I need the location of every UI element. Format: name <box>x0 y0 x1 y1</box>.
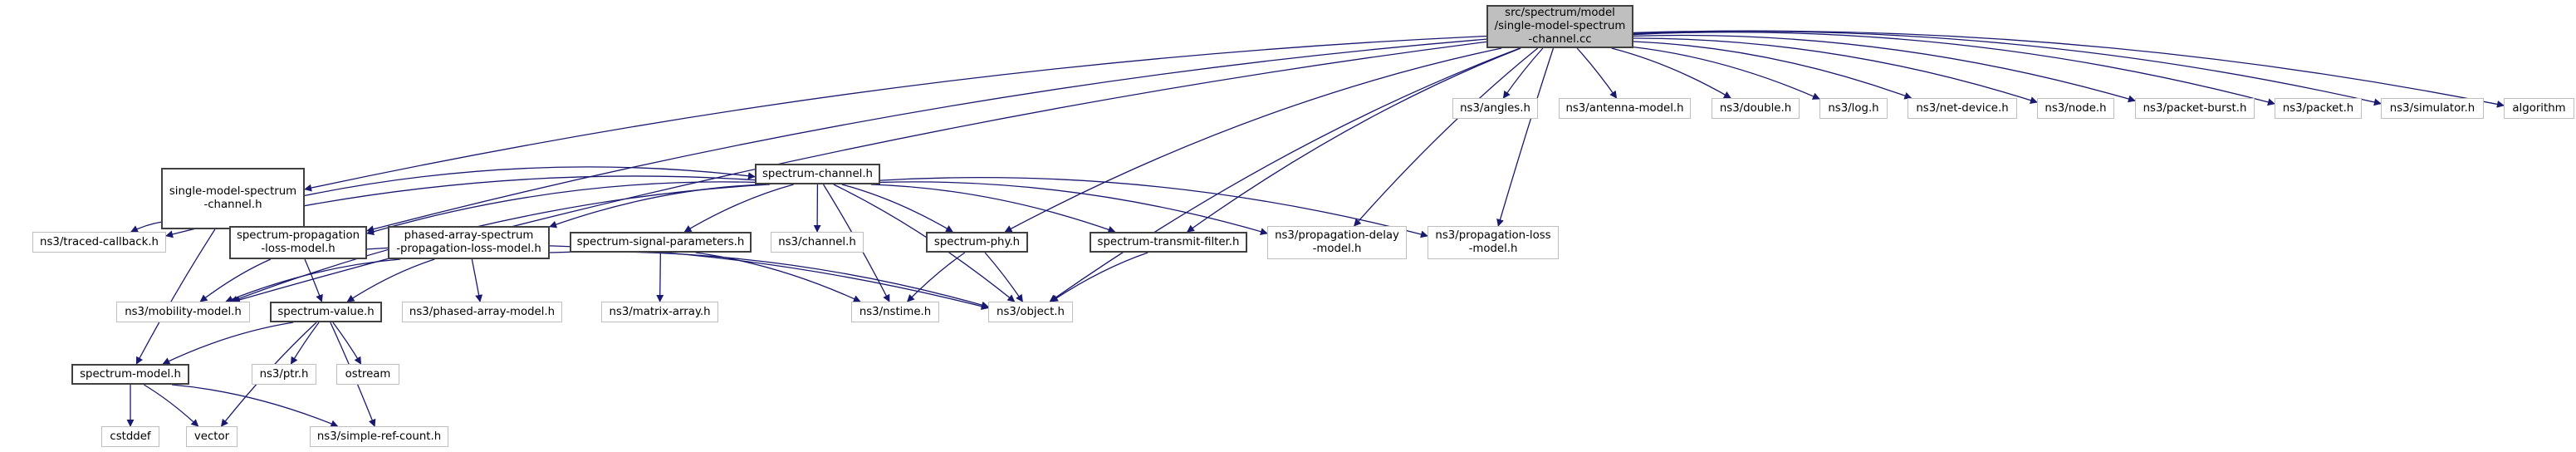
node-matrix-array-h[interactable]: ns3/matrix-array.h <box>601 302 718 322</box>
edge-root-to-algorithm <box>1633 30 2505 108</box>
edge-root-to-double <box>1611 47 1731 99</box>
edge-splm-to-svalue <box>304 258 323 302</box>
edge-sphy-to-nstime <box>907 252 966 302</box>
edge-smsch-to-smodel <box>135 228 216 365</box>
edge-root-to-node <box>1633 37 2038 104</box>
node-ptr-h[interactable]: ns3/ptr.h <box>252 364 316 385</box>
node-channel-h[interactable]: ns3/channel.h <box>771 232 864 253</box>
node-root-single-model-spectrum-channel-cc: src/spectrum/model /single-model-spectru… <box>1486 5 1633 48</box>
node-log-h[interactable]: ns3/log.h <box>1819 98 1888 119</box>
edge-root-to-log <box>1633 47 1820 100</box>
node-vector[interactable]: vector <box>186 426 238 447</box>
edge-root-to-sphy <box>1004 47 1502 233</box>
edge-root-to-angles <box>1502 47 1544 99</box>
edge-sch-to-paslm <box>549 184 765 228</box>
node-antenna-model-h[interactable]: ns3/antenna-model.h <box>1559 98 1691 119</box>
edge-root-to-stf <box>1186 47 1521 233</box>
node-double-h[interactable]: ns3/double.h <box>1712 98 1800 119</box>
edge-svalue-to-smodel <box>162 322 294 365</box>
node-spectrum-signal-parameters-h[interactable]: spectrum-signal-parameters.h <box>570 232 752 253</box>
edge-sch-to-sphy <box>841 184 954 233</box>
node-algorithm[interactable]: algorithm <box>2504 98 2574 119</box>
edge-splm-to-mobility <box>199 258 272 302</box>
node-simple-ref-count-h[interactable]: ns3/simple-ref-count.h <box>310 426 448 447</box>
edge-sch-to-pdm <box>879 181 1268 235</box>
edge-smodel-to-src <box>171 384 339 428</box>
edge-paslm-to-mobility <box>225 258 401 303</box>
edge-paslm-to-svalue <box>346 258 435 302</box>
edge-paslm-to-object <box>549 251 989 309</box>
node-net-device-h[interactable]: ns3/net-device.h <box>1908 98 2017 119</box>
node-propagation-loss-model-h[interactable]: ns3/propagation-loss -model.h <box>1428 226 1559 259</box>
edge-sphy-to-object <box>984 252 1023 302</box>
edge-root-to-pdm <box>1354 47 1539 227</box>
edge-sch-to-ssp <box>683 184 794 233</box>
node-spectrum-value-h[interactable]: spectrum-value.h <box>270 302 382 322</box>
node-phased-array-spectrum-propagation-loss-model-h[interactable]: phased-array-spectrum -propagation-loss-… <box>388 226 550 259</box>
edge-root-to-packetburst <box>1633 34 2136 103</box>
edge-root-to-packet <box>1633 32 2275 106</box>
node-object-h[interactable]: ns3/object.h <box>988 302 1073 322</box>
node-nstime-h[interactable]: ns3/nstime.h <box>851 302 939 322</box>
edge-svalue-to-ptr <box>290 322 320 365</box>
node-spectrum-model-h[interactable]: spectrum-model.h <box>71 364 189 385</box>
edge-stf-to-object <box>1050 252 1148 302</box>
edge-svalue-to-ostream <box>332 322 362 365</box>
edge-root-to-plm <box>1496 47 1555 227</box>
node-propagation-delay-model-h[interactable]: ns3/propagation-delay -model.h <box>1267 226 1407 259</box>
edge-root-to-netdevice <box>1633 41 1912 100</box>
node-spectrum-channel-h[interactable]: spectrum-channel.h <box>755 164 880 184</box>
edge-root-to-splm <box>366 38 1487 233</box>
node-angles-h[interactable]: ns3/angles.h <box>1452 98 1538 119</box>
edge-smsch-to-sch <box>304 166 756 197</box>
edge-ssp-to-nstime <box>695 252 861 302</box>
node-spectrum-propagation-loss-model-h[interactable]: spectrum-propagation -loss-model.h <box>229 226 367 259</box>
edge-sch-to-stf <box>870 184 1116 233</box>
node-phased-array-model-h[interactable]: ns3/phased-array-model.h <box>402 302 562 322</box>
edge-sch-to-object <box>833 184 1016 302</box>
node-simulator-h[interactable]: ns3/simulator.h <box>2381 98 2484 119</box>
node-traced-callback-h[interactable]: ns3/traced-callback.h <box>32 232 166 253</box>
edge-paslm-to-pam <box>471 258 483 302</box>
edge-root-to-smsch <box>304 35 1487 192</box>
edge-root-to-object <box>1049 47 1521 302</box>
node-cstddef[interactable]: cstddef <box>101 426 159 447</box>
node-single-model-spectrum-channel-h[interactable]: single-model-spectrum -channel.h <box>161 168 305 229</box>
edge-smodel-to-vector <box>143 384 199 427</box>
node-packet-h[interactable]: ns3/packet.h <box>2275 98 2362 119</box>
node-node-h[interactable]: ns3/node.h <box>2037 98 2114 119</box>
node-mobility-model-h[interactable]: ns3/mobility-model.h <box>116 302 250 322</box>
node-spectrum-transmit-filter-h[interactable]: spectrum-transmit-filter.h <box>1090 232 1247 253</box>
edge-sch-to-plm <box>879 176 1428 238</box>
edge-ssp-to-matrix <box>656 252 664 302</box>
edge-root-to-antenna <box>1576 47 1618 99</box>
edge-smsch-to-traced <box>130 221 162 233</box>
node-spectrum-phy-h[interactable]: spectrum-phy.h <box>926 232 1028 253</box>
node-ostream[interactable]: ostream <box>336 364 399 385</box>
edge-sch-to-splm <box>366 181 756 236</box>
node-packet-burst-h[interactable]: ns3/packet-burst.h <box>2135 98 2255 119</box>
